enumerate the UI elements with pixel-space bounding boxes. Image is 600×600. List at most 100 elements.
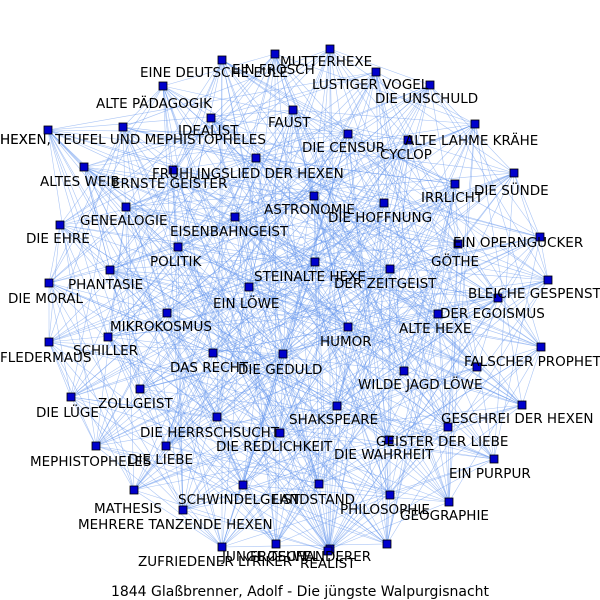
edge-goethe--alte-hexe [437, 243, 459, 315]
node-label-die-wahrheit: DIE WAHRHEIT [334, 447, 434, 463]
edge-lustiger-vogel--goethe [375, 71, 459, 245]
edge-idealist--cyclop [210, 117, 409, 141]
edge-alte-hexe--zollgeist [139, 313, 439, 390]
edge-die-ehre--wanderer [59, 224, 331, 550]
edge-eine-deutsche-eule--die-censur [221, 59, 349, 135]
edge-fruehlingslied-der-hexen--irrlicht [255, 157, 456, 185]
edge-die-suende--realist [327, 172, 515, 552]
edge-die-hoffnung--die-luege [70, 202, 385, 398]
edge-die-luege--realist [70, 396, 329, 552]
edge-goethe--phantasie [109, 243, 459, 271]
edge-hexe--philosophie [47, 129, 391, 496]
edge-hexe--frosch [47, 129, 388, 545]
node-die-moral [44, 278, 54, 288]
node-label-landstand: LANDSTAND [272, 492, 355, 508]
edge-phantasie--geschrei-der-hexen [109, 269, 523, 406]
edge-fledermaus--die-luege [48, 341, 72, 398]
edge-die-luege--zufriedener-lyriker [70, 396, 223, 548]
edge-hexen-teufel-und-mephistopheles--fledermaus [48, 126, 124, 343]
edge-cyclop--die-wahrheit [388, 139, 409, 441]
node-label-die-unschuld: DIE UNSCHULD [375, 91, 478, 107]
edge-humor--geschrei-der-hexen [347, 326, 523, 406]
node-zufriedener-lyriker [217, 542, 227, 552]
node-label-eisenbahngeist: EISENBAHNGEIST [170, 224, 289, 240]
node-label-alte-lahme-kraehe: ALTE LAHME KRÄHE [405, 131, 538, 149]
edge-hexen-teufel-und-mephistopheles--die-luege [70, 126, 124, 398]
node-label-die-geduld: DIE GEDULD [238, 362, 322, 378]
edge-steinalte-hexe--fledermaus [48, 261, 316, 343]
edge-ein-operngucker--philosophie [389, 236, 541, 496]
edge-mutterhexe--die-unschuld [329, 48, 431, 86]
edge-cyclop--der-egoismus [407, 139, 499, 299]
edge-mephistopheles--frosch [95, 445, 388, 545]
edge-lustiger-vogel--frosch [375, 71, 388, 545]
edge-hexe--bleiche-gespenster [47, 129, 549, 281]
edge-shakspeare--realist [327, 405, 338, 552]
edge-genealogie--goethe [125, 206, 459, 245]
edge-mikrokosmus--die-herrschsucht [166, 312, 218, 418]
edge-politik--wanderer [177, 246, 331, 550]
edge-goethe--geographie [448, 243, 459, 503]
edge-ein-operngucker--die-herrschsucht [216, 236, 541, 418]
edge-falscher-prophet--loewe [476, 346, 542, 368]
edge-eisenbahngeist--falscher-prophet [234, 216, 542, 348]
edge-schiller--philosophie [107, 336, 391, 496]
node-label-falscher-prophet: FALSCHER PROPHET [464, 354, 600, 370]
edge-die-unschuld--shakspeare [336, 84, 431, 407]
edge-altes-weib--falscher-prophet [83, 166, 542, 348]
edge-geschrei-der-hexen--landstand [318, 404, 523, 485]
edge-die-hoffnung--die-moral [48, 202, 385, 284]
edge-zollgeist--geographie [139, 388, 450, 503]
edge-ein-loewe--geister-der-liebe [248, 286, 449, 428]
edge-loewe--shakspeare [336, 366, 478, 407]
edge-cyclop--das-recht [212, 139, 409, 354]
edge-die-ehre--steinalte-hexe [59, 224, 316, 263]
edge-alte-lahme-kraehe--geister-der-liebe [447, 123, 476, 428]
edge-mathesis--realist [133, 489, 329, 552]
node-humor [343, 322, 353, 332]
edge-eisenbahngeist--wilde-jagd [234, 216, 405, 372]
node-label-ein-purpur: EIN PURPUR [449, 466, 531, 482]
edge-die-geduld--die-herrschsucht [216, 353, 284, 418]
edge-der-egoismus--fledermaus [48, 297, 499, 343]
edge-ein-loewe--geschrei-der-hexen [248, 286, 523, 406]
edge-schiller--junge-teufel [107, 336, 277, 545]
edge-die-liebe--landstand [165, 445, 320, 485]
node-mikrokosmus [162, 308, 172, 318]
edge-die-hoffnung--mathesis [133, 202, 385, 491]
edge-alte-lahme-kraehe--astronomie [313, 123, 476, 197]
edge-die-moral--ein-purpur [48, 282, 495, 460]
edge-humor--loewe [347, 326, 478, 368]
node-die-liebe [161, 441, 171, 451]
edge-ein-purpur--philosophie [389, 458, 495, 496]
edge-eine-deutsche-eule--genealogie [125, 59, 223, 208]
edge-lustiger-vogel--idealist [210, 71, 377, 119]
edge-zollgeist--schwindelgeist [139, 388, 244, 486]
node-label-faust: FAUST [268, 115, 311, 131]
edge-lustiger-vogel--wilde-jagd [375, 71, 405, 372]
edge-phantasie--falscher-prophet [109, 269, 542, 348]
node-ein-operngucker [535, 232, 545, 242]
edge-genealogie--philosophie [125, 206, 391, 496]
node-label-alte-paedagogik: ALTE PÄDAGOGIK [96, 94, 213, 112]
edge-ein-purpur--realist [327, 458, 495, 552]
node-label-shakspeare: SHAKSPEARE [289, 412, 378, 428]
node-junge-teufel [271, 539, 281, 549]
edge-ernste-geister--geschrei-der-hexen [172, 169, 523, 406]
edge-die-censur--schwindelgeist [242, 133, 349, 486]
node-wilde-jagd [399, 366, 409, 376]
edge-alte-hexe--falscher-prophet [437, 313, 542, 348]
edge-irrlicht--die-herrschsucht [216, 183, 456, 418]
edge-die-censur--bleiche-gespenster [347, 133, 549, 281]
node-label-schiller: SCHILLER [73, 343, 138, 359]
edge-die-hoffnung--ein-operngucker [383, 202, 541, 238]
edge-die-geduld--zollgeist [139, 353, 284, 390]
node-philosophie [385, 490, 395, 500]
edge-alte-hexe--geister-der-liebe [437, 313, 449, 428]
edge-cyclop--die-redlichkeit [279, 139, 409, 434]
edge-alte-lahme-kraehe--humor [347, 123, 476, 328]
node-label-ein-loewe: EIN LÖWE [213, 294, 279, 312]
edge-die-censur--genealogie [125, 133, 349, 208]
edge-ein-loewe--landstand [248, 286, 320, 485]
